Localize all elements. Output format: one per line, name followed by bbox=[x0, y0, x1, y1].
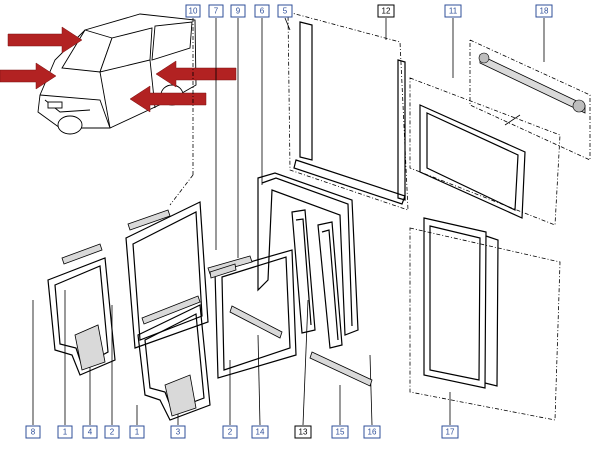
callout-2-second[interactable]: 2 bbox=[222, 425, 238, 439]
svg-text:2: 2 bbox=[228, 428, 233, 437]
callout-2[interactable]: 2 bbox=[104, 425, 120, 439]
callout-5[interactable]: 5 bbox=[277, 4, 293, 18]
callout-11[interactable]: 11 bbox=[444, 4, 462, 18]
svg-text:7: 7 bbox=[214, 7, 219, 16]
svg-text:13: 13 bbox=[299, 428, 308, 437]
callout-6[interactable]: 6 bbox=[254, 4, 270, 18]
part-1-front-door-seal bbox=[47, 243, 116, 376]
svg-text:1: 1 bbox=[135, 428, 140, 437]
callout-10[interactable]: 10 bbox=[185, 4, 201, 18]
callout-4[interactable]: 4 bbox=[82, 425, 98, 439]
callout-9[interactable]: 9 bbox=[230, 4, 246, 18]
callout-12[interactable]: 12 bbox=[377, 4, 395, 18]
part-15-rod bbox=[309, 351, 373, 387]
svg-text:10: 10 bbox=[189, 7, 198, 16]
callout-3[interactable]: 3 bbox=[170, 425, 186, 439]
pointer-arrows bbox=[0, 26, 237, 113]
part-3-door-seal bbox=[137, 295, 211, 421]
part-12-seal-frame bbox=[287, 11, 409, 211]
part-9-seal-strip bbox=[209, 263, 237, 279]
svg-text:17: 17 bbox=[446, 428, 455, 437]
callout-1[interactable]: 1 bbox=[57, 425, 73, 439]
arrow-icon bbox=[129, 85, 207, 113]
svg-text:2: 2 bbox=[110, 428, 115, 437]
part-16-vertical-seal bbox=[317, 221, 343, 349]
svg-text:3: 3 bbox=[176, 428, 181, 437]
arrow-icon bbox=[7, 26, 83, 54]
callout-14[interactable]: 14 bbox=[251, 425, 269, 439]
part-6-door-seal bbox=[257, 172, 359, 336]
svg-text:16: 16 bbox=[368, 428, 377, 437]
callout-1-second[interactable]: 1 bbox=[129, 425, 145, 439]
svg-text:6: 6 bbox=[260, 7, 265, 16]
arrow-icon bbox=[0, 62, 57, 90]
part-11-window-panel bbox=[409, 77, 561, 226]
callout-7[interactable]: 7 bbox=[208, 4, 224, 18]
svg-text:9: 9 bbox=[236, 7, 241, 16]
svg-text:5: 5 bbox=[283, 7, 288, 16]
part-10-door-frame bbox=[125, 201, 209, 349]
callout-16[interactable]: 16 bbox=[363, 425, 381, 439]
svg-text:8: 8 bbox=[31, 428, 36, 437]
svg-text:14: 14 bbox=[256, 428, 265, 437]
callout-15[interactable]: 15 bbox=[331, 425, 349, 439]
svg-text:11: 11 bbox=[449, 7, 458, 16]
svg-text:15: 15 bbox=[336, 428, 345, 437]
callout-18[interactable]: 18 bbox=[535, 4, 553, 18]
callout-13[interactable]: 13 bbox=[294, 425, 312, 439]
part-13-vertical-seal bbox=[291, 209, 316, 334]
part-17-sliding-window bbox=[409, 217, 561, 421]
callout-8[interactable]: 8 bbox=[25, 425, 41, 439]
part-18-trim-strip bbox=[469, 39, 591, 161]
svg-text:12: 12 bbox=[382, 7, 391, 16]
callout-17[interactable]: 17 bbox=[441, 425, 459, 439]
svg-text:4: 4 bbox=[88, 428, 93, 437]
svg-text:1: 1 bbox=[63, 428, 68, 437]
svg-text:18: 18 bbox=[540, 7, 549, 16]
arrow-icon bbox=[155, 60, 237, 88]
